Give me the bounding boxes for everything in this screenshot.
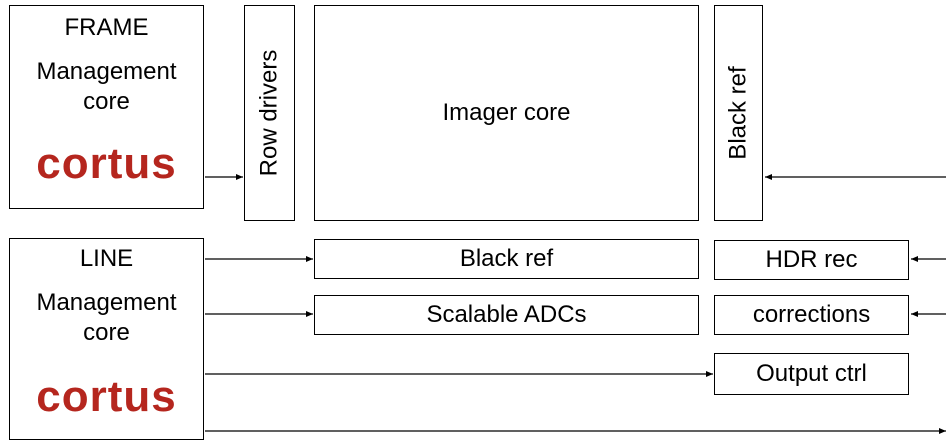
line-management-core: LINE Management core cortus: [9, 238, 204, 440]
output-ctrl-label: Output ctrl: [756, 360, 867, 387]
line-core-title: LINE: [79, 245, 134, 272]
frame-core-subtitle-1: Management: [36, 58, 177, 85]
frame-core-subtitle-2: core: [83, 88, 130, 115]
black-ref-vertical-block: Black ref: [714, 5, 763, 221]
hdr-rec-block: HDR rec: [714, 240, 909, 280]
hdr-rec-label: HDR rec: [765, 246, 858, 273]
scalable-adcs-label: Scalable ADCs: [426, 301, 587, 328]
line-core-subtitle-2: core: [83, 319, 130, 346]
black-ref-label: Black ref: [459, 245, 554, 272]
row-drivers-block: Row drivers: [244, 5, 295, 221]
frame-core-title: FRAME: [64, 14, 149, 41]
corrections-block: corrections: [714, 295, 909, 335]
line-core-subtitle-1: Management: [36, 289, 177, 316]
frame-management-core: FRAME Management core cortus: [9, 5, 204, 209]
imager-core-block: Imager core: [314, 5, 699, 221]
scalable-adcs-block: Scalable ADCs: [314, 295, 699, 335]
corrections-label: corrections: [752, 301, 871, 328]
cortus-logo: cortus: [36, 139, 177, 188]
output-ctrl-block: Output ctrl: [714, 353, 909, 395]
black-ref-block: Black ref: [314, 239, 699, 279]
cortus-logo: cortus: [36, 372, 177, 421]
imager-core-label: Imager core: [442, 99, 571, 126]
